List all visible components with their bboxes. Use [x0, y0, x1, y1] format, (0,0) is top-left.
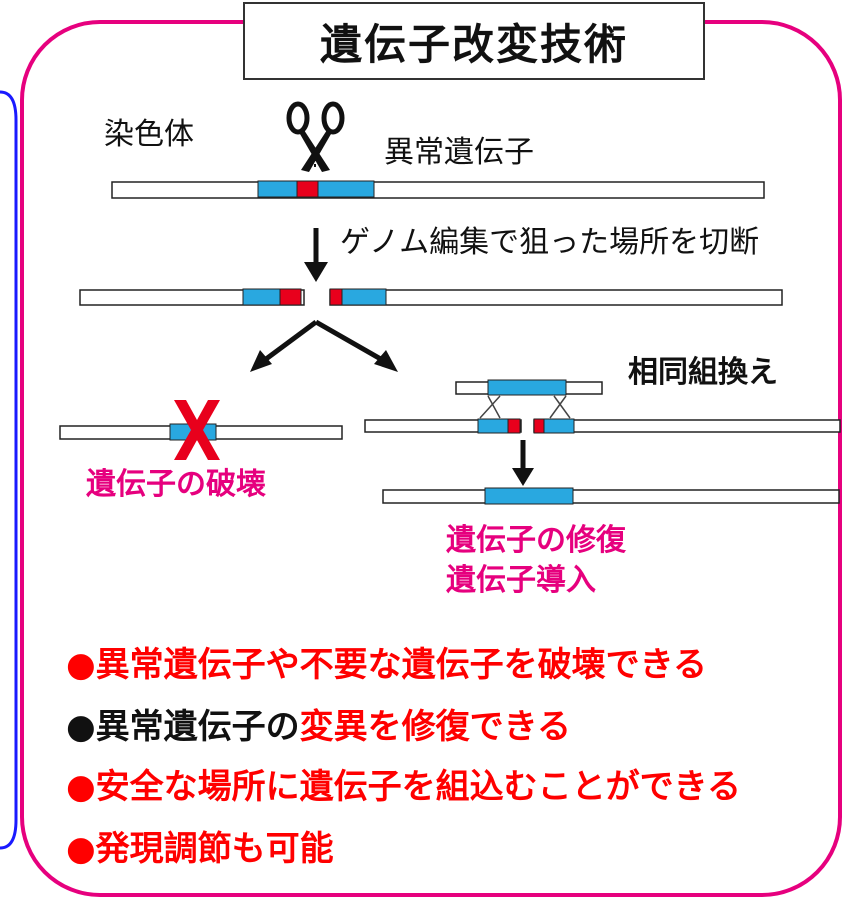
page-title: 遺伝子改変技術 [319, 19, 628, 69]
bullet-marker: ● [66, 707, 96, 747]
homologous-recombination-label: 相同組換え [628, 355, 778, 390]
split-arrows [250, 319, 398, 372]
bullet-text: 変異を修復できる [299, 707, 571, 747]
bullet-marker: ● [66, 645, 96, 685]
chromosome-repaired [382, 489, 840, 504]
scissors-icon [286, 101, 345, 172]
gene-introduction-label: 遺伝子導入 [446, 563, 596, 598]
left-frame [0, 90, 18, 850]
abnormal-gene-label: 異常遺伝子 [384, 135, 534, 170]
chromosome-3-right [533, 419, 841, 433]
chromosome-2-right [329, 289, 783, 306]
down-arrow-icon [304, 228, 328, 282]
bullet-text: 異常遺伝子の [95, 707, 300, 747]
bullet-item: ●発現調節も可能 [66, 832, 334, 866]
bullet-text: 異常遺伝子や不要な遺伝子を破壊できる [95, 645, 707, 685]
bullet-marker: ● [66, 829, 96, 869]
cross-icon [174, 400, 220, 460]
chromosome-label: 染色体 [104, 117, 194, 152]
cut-step-label: ゲノム編集で狙った場所を切断 [340, 225, 760, 260]
bullet-item: ●異常遺伝子や不要な遺伝子を破壊できる [66, 648, 707, 682]
chromosome-1 [111, 181, 765, 199]
bullet-marker: ● [66, 767, 96, 807]
gene-repair-label: 遺伝子の修復 [446, 523, 626, 558]
bullet-item: ●安全な場所に遺伝子を組込むことができる [66, 770, 741, 804]
gene-destruction-label: 遺伝子の破壊 [86, 467, 266, 502]
down-arrow-icon [512, 440, 534, 486]
title-box: 遺伝子改変技術 [243, 2, 705, 80]
bullet-text: 安全な場所に遺伝子を組込むことができる [95, 767, 741, 807]
bullet-text: 発現調節も可能 [95, 829, 334, 869]
bullet-item: ●異常遺伝子の変異を修復できる [66, 710, 571, 744]
mutation-mark [296, 180, 319, 198]
repaired-gene [484, 487, 574, 505]
crossover-lines [479, 395, 571, 419]
